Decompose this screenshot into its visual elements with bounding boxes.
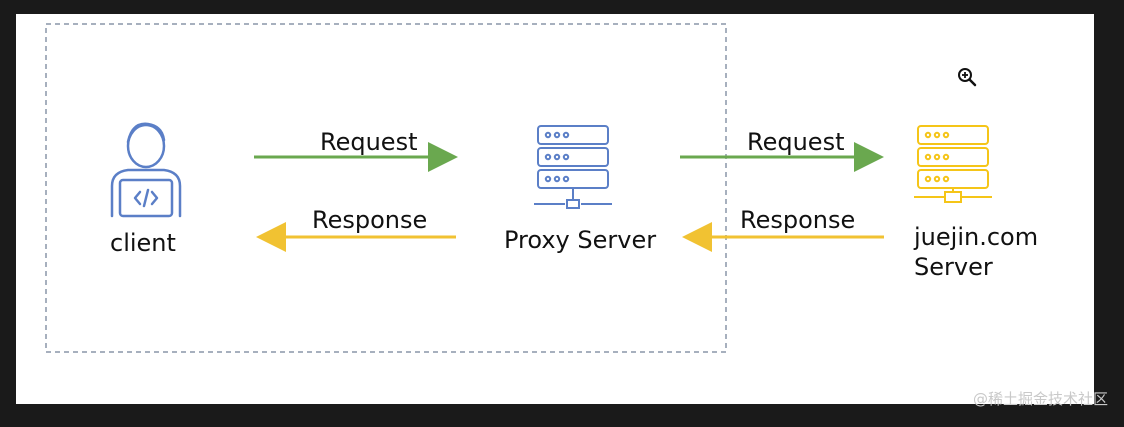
edge-label-request-1: Request — [320, 128, 418, 156]
diagram-svg — [45, 23, 992, 353]
proxy-server-label: Proxy Server — [504, 226, 657, 254]
zoom-in-icon[interactable] — [956, 66, 978, 88]
target-server-icon — [914, 125, 992, 203]
diagram-canvas: Request Response Request Response client… — [16, 14, 1094, 404]
watermark: @稀土掘金技术社区 — [972, 390, 1108, 408]
edge-label-response-1: Response — [312, 206, 428, 234]
edge-label-response-2: Response — [740, 206, 856, 234]
target-server-label-line1: juejin.com — [914, 223, 1039, 251]
client-label: client — [110, 229, 176, 257]
proxy-boundary — [45, 23, 727, 353]
edge-label-request-2: Request — [747, 128, 845, 156]
target-server-label-line2: Server — [914, 253, 993, 281]
client-person-icon — [110, 122, 182, 218]
proxy-server-icon — [534, 125, 612, 209]
